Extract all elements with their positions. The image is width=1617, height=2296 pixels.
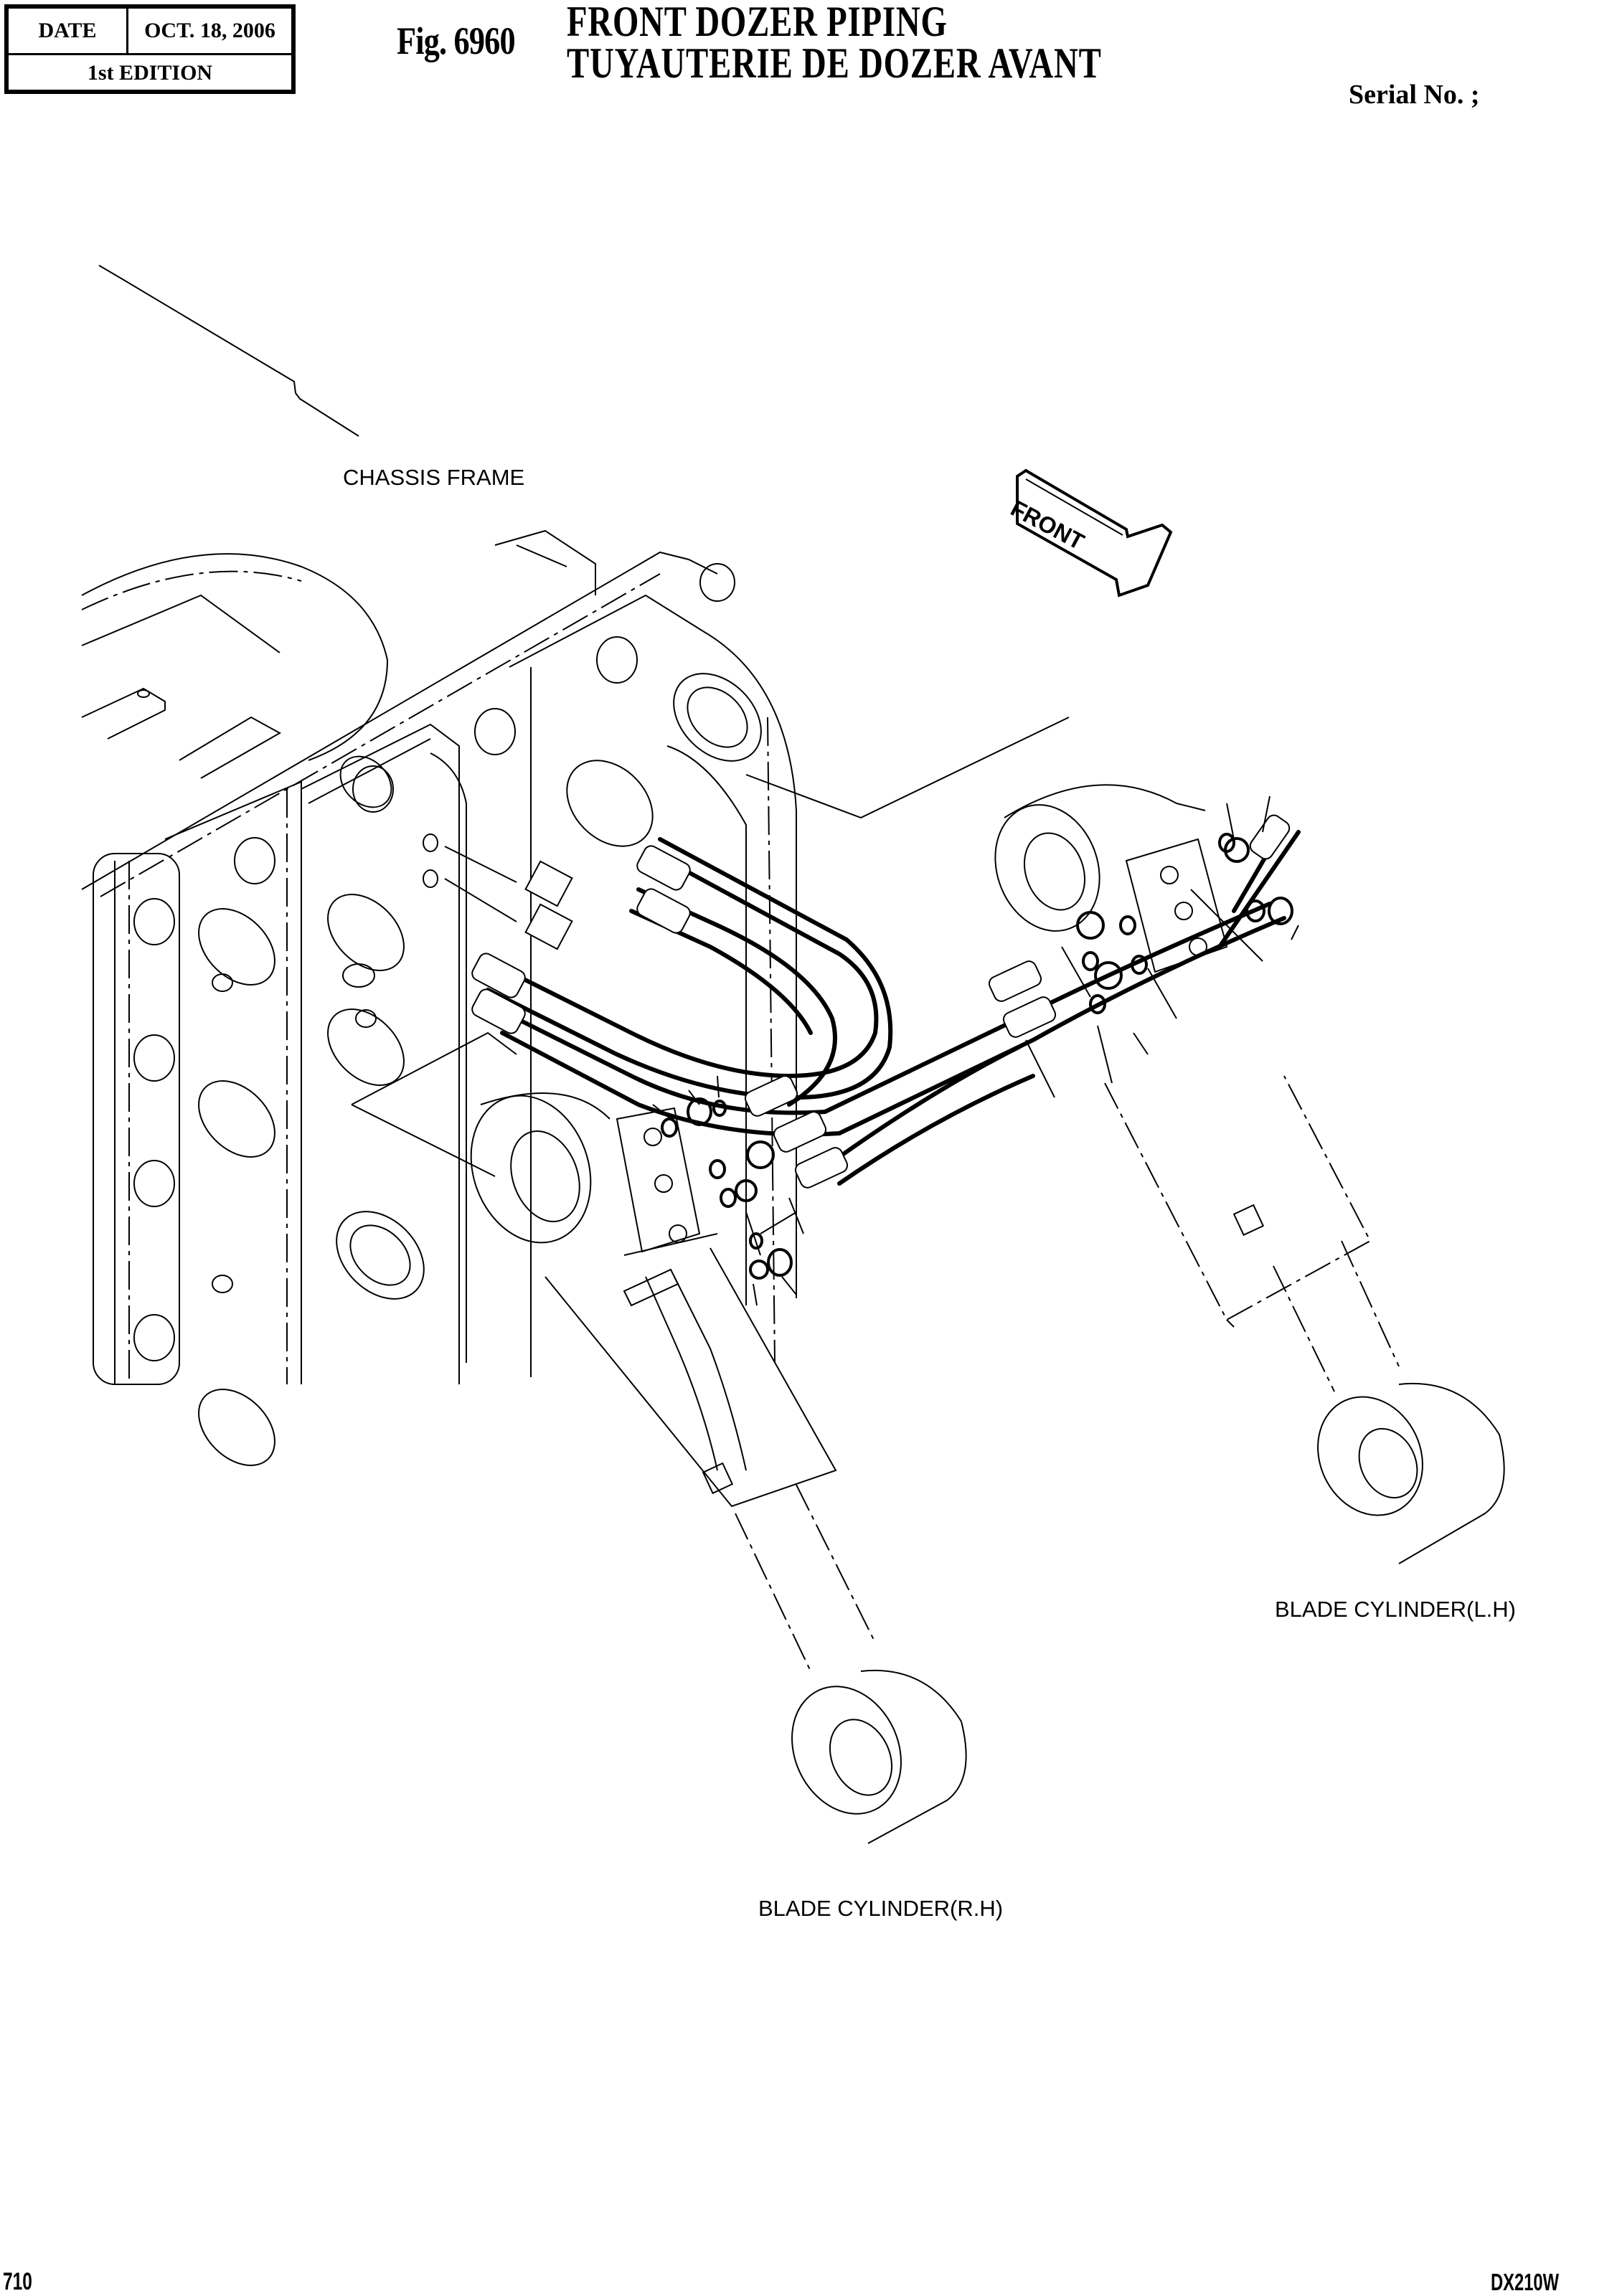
serial-number-label: Serial No. ; [1349, 80, 1480, 110]
blade-cylinder-rh-label: BLADE CYLINDER(R.H) [758, 1896, 1004, 1921]
date-row: DATE OCT. 18, 2006 [9, 9, 291, 55]
chassis-frame-label: CHASSIS FRAME [343, 465, 525, 490]
hydraulic-hoses [471, 814, 1301, 1189]
title-english: FRONT DOZER PIPING [567, 0, 948, 45]
edition-label: 1st EDITION [87, 61, 213, 85]
date-value: OCT. 18, 2006 [144, 19, 275, 42]
chassis-frame [81, 529, 1070, 1466]
figure-number: Fig. 6960 [397, 19, 516, 62]
model-number: DX210W [1491, 2269, 1560, 2295]
front-direction-arrow [1016, 468, 1173, 597]
fittings [423, 795, 1299, 1306]
chassis-frame-top-edge [98, 265, 359, 437]
blade-cylinder-rh [470, 1092, 967, 1844]
date-edition-box: DATE OCT. 18, 2006 1st EDITION [4, 4, 296, 94]
blade-cylinder-lh-label: BLADE CYLINDER(L.H) [1275, 1597, 1516, 1622]
blade-cylinder-lh [994, 784, 1505, 1564]
frame-bolts [133, 563, 735, 1361]
title-french: TUYAUTERIE DE DOZER AVANT [567, 39, 1102, 87]
page-number: 710 [3, 2268, 32, 2295]
date-label: DATE [9, 9, 128, 53]
